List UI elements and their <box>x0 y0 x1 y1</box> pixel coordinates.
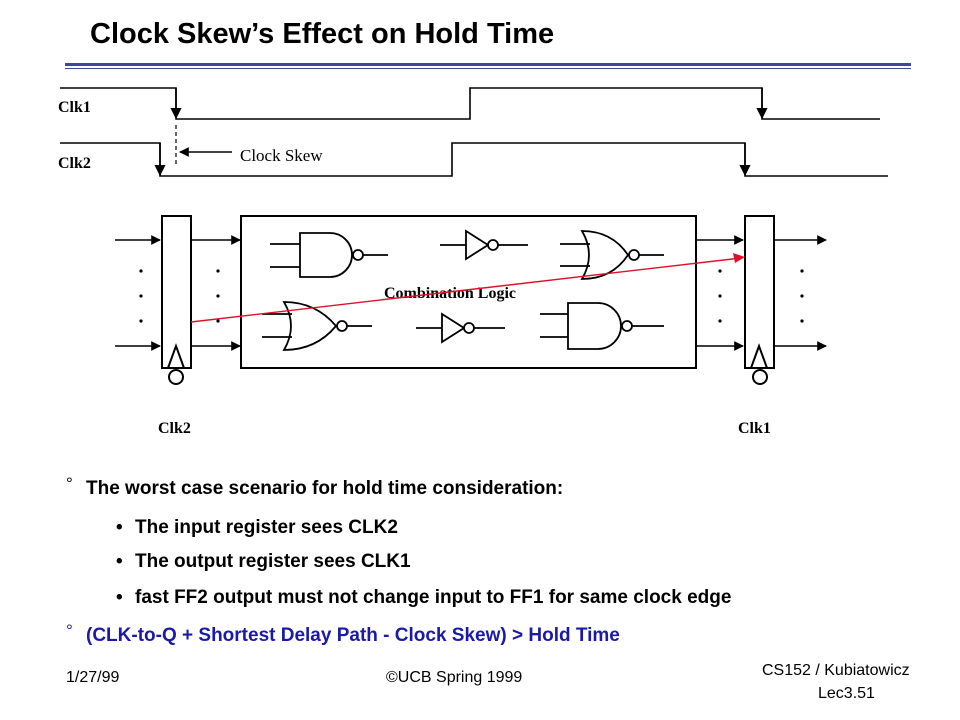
title-rule-thin <box>65 68 911 69</box>
bullet-marker-final: ° <box>66 621 73 640</box>
nand-gate-icon-2 <box>540 302 664 350</box>
sub-bullet-1: The input register sees CLK2 <box>135 517 398 538</box>
clk2-waveform <box>60 142 888 177</box>
clk1-label: Clk1 <box>58 99 91 116</box>
left-register-clock-bubble <box>168 369 184 385</box>
slide-title: Clock Skew’s Effect on Hold Time <box>90 18 555 50</box>
nor-gate-icon <box>560 230 664 280</box>
right-register <box>744 215 775 369</box>
combination-logic-label: Combination Logic <box>384 285 516 302</box>
bullet-main: The worst case scenario for hold time co… <box>86 478 564 499</box>
sub-bullet-marker: • <box>116 551 123 572</box>
clk1-waveform <box>60 87 880 120</box>
right-register-clock-triangle <box>750 343 768 369</box>
left-register <box>161 215 192 369</box>
left-register-clock-triangle <box>167 343 185 369</box>
inverter-gate-icon-2 <box>416 312 505 344</box>
hold-time-condition: (CLK-to-Q + Shortest Delay Path - Clock … <box>86 625 620 646</box>
sub-bullet-marker: • <box>116 517 123 538</box>
bus-dots <box>139 269 804 323</box>
clk2-label: Clk2 <box>58 155 91 172</box>
bullet-marker: ° <box>66 474 73 493</box>
sub-bullet-3: fast FF2 output must not change input to… <box>135 587 732 608</box>
footer-lecture: Lec3.51 <box>818 685 875 702</box>
inverter-gate-icon <box>440 229 528 261</box>
left-register-clock-label: Clk2 <box>158 420 191 437</box>
nand-gate-icon <box>270 232 388 278</box>
title-rule <box>65 63 911 66</box>
footer-course: CS152 / Kubiatowicz <box>762 662 910 679</box>
sub-bullet-marker: • <box>116 587 123 608</box>
shortest-path-arrow <box>190 257 742 323</box>
clock-skew-label: Clock Skew <box>240 146 323 165</box>
shortest-path-arrowhead <box>733 253 745 263</box>
sub-bullet-2: The output register sees CLK1 <box>135 551 411 572</box>
footer-copyright: ©UCB Spring 1999 <box>386 669 523 686</box>
right-register-clock-label: Clk1 <box>738 420 771 437</box>
footer-date: 1/27/99 <box>66 669 120 686</box>
right-register-clock-bubble <box>752 369 768 385</box>
timing-diagram: Clk1 Clk2 Clock Skew Clk2 Clk1 <box>58 87 888 437</box>
